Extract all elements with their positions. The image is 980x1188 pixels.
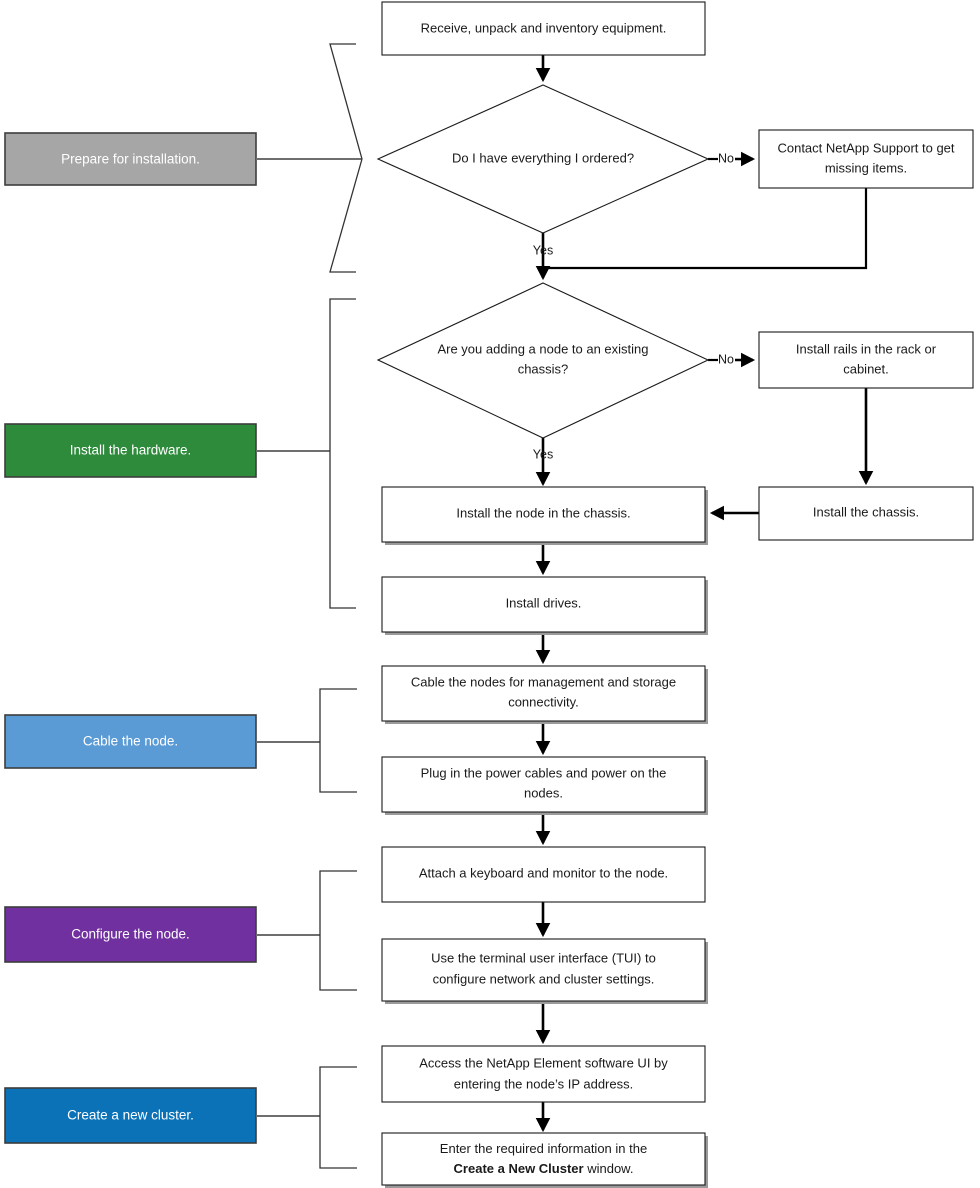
node-cable-nodes-line-1: connectivity. <box>508 694 579 709</box>
edge-label-yes-1: Yes <box>533 243 553 257</box>
bracket-configure <box>256 870 357 991</box>
phase-hardware-box[interactable] <box>4 423 257 478</box>
node-access-ui-line-0: Access the NetApp Element software UI by <box>419 1055 668 1070</box>
node-contact-support-line-0: Contact NetApp Support to get <box>777 140 954 155</box>
node-adding-node-line-0: Are you adding a node to an existing <box>437 341 648 356</box>
node-use-tui-line-0: Use the terminal user interface (TUI) to <box>431 950 656 965</box>
phase-hardware-label: Install the hardware. <box>70 443 192 458</box>
phase-prepare[interactable]: Prepare for installation. <box>4 132 257 186</box>
node-install-drives[interactable]: Install drives. <box>381 576 708 635</box>
node-use-tui[interactable]: Use the terminal user interface (TUI) to… <box>381 938 708 1004</box>
node-install-drives-line-0: Install drives. <box>506 595 582 610</box>
node-install-rails[interactable]: Install rails in the rack or cabinet. <box>758 331 974 389</box>
flow-edges <box>535 55 874 1133</box>
node-cable-nodes[interactable]: Cable the nodes for management and stora… <box>381 665 708 724</box>
phase-cable[interactable]: Cable the node. <box>4 714 257 769</box>
phase-cluster-label: Create a new cluster. <box>67 1108 194 1123</box>
node-contact-support[interactable]: Contact NetApp Support to get missing it… <box>758 129 974 189</box>
node-access-ui-line-1: entering the node’s IP address. <box>454 1076 633 1091</box>
node-receive-line-0: Receive, unpack and inventory equipment. <box>421 20 667 35</box>
node-contact-support-line-1: missing items. <box>825 160 907 175</box>
edge-label-no-1: No <box>718 151 734 165</box>
node-install-chassis-line-0: Install the chassis. <box>813 504 919 519</box>
node-have-everything[interactable]: Do I have everything I ordered? <box>376 84 710 234</box>
node-enter-info[interactable]: Enter the required information in the Cr… <box>381 1132 708 1188</box>
node-install-chassis[interactable]: Install the chassis. <box>758 486 974 541</box>
bracket-prepare <box>256 43 363 273</box>
node-adding-node-line-1: chassis? <box>518 361 569 376</box>
bracket-cable <box>256 688 357 793</box>
phase-configure-label: Configure the node. <box>71 927 190 942</box>
node-power-on-line-0: Plug in the power cables and power on th… <box>421 765 667 780</box>
phase-prepare-label: Prepare for installation. <box>61 152 200 167</box>
phase-cable-label: Cable the node. <box>83 734 178 749</box>
node-power-on-line-1: nodes. <box>524 785 563 800</box>
node-receive[interactable]: Receive, unpack and inventory equipment. <box>381 1 706 56</box>
phase-cable-box[interactable] <box>4 714 257 769</box>
node-install-rails-line-0: Install rails in the rack or <box>796 341 937 356</box>
node-attach-keyboard-line-0: Attach a keyboard and monitor to the nod… <box>419 865 668 880</box>
node-have-everything-line-0: Do I have everything I ordered? <box>452 150 634 165</box>
bracket-hardware <box>256 298 356 609</box>
node-enter-info-line-1: Create a New Cluster window. <box>454 1161 634 1176</box>
phase-configure[interactable]: Configure the node. <box>4 906 257 963</box>
phase-prepare-box[interactable] <box>4 132 257 186</box>
node-enter-info-line-0: Enter the required information in the <box>440 1141 647 1156</box>
phase-cluster[interactable]: Create a new cluster. <box>4 1087 257 1144</box>
node-access-ui[interactable]: Access the NetApp Element software UI by… <box>381 1045 706 1103</box>
node-install-rails-line-1: cabinet. <box>843 361 889 376</box>
edge-label-yes-2: Yes <box>533 447 553 461</box>
node-power-on[interactable]: Plug in the power cables and power on th… <box>381 756 708 815</box>
node-use-tui-line-1: configure network and cluster settings. <box>433 971 655 986</box>
edge-support-return <box>544 188 868 270</box>
bracket-cluster <box>256 1066 357 1169</box>
edge-label-no-2: No <box>718 352 734 366</box>
node-install-node[interactable]: Install the node in the chassis. <box>381 486 708 545</box>
node-adding-node[interactable]: Are you adding a node to an existing cha… <box>376 282 710 439</box>
phase-hardware[interactable]: Install the hardware. <box>4 423 257 478</box>
phase-cluster-box[interactable] <box>4 1087 257 1144</box>
node-install-node-line-0: Install the node in the chassis. <box>456 505 630 520</box>
node-cable-nodes-line-0: Cable the nodes for management and stora… <box>411 674 676 689</box>
node-attach-keyboard[interactable]: Attach a keyboard and monitor to the nod… <box>381 846 706 903</box>
